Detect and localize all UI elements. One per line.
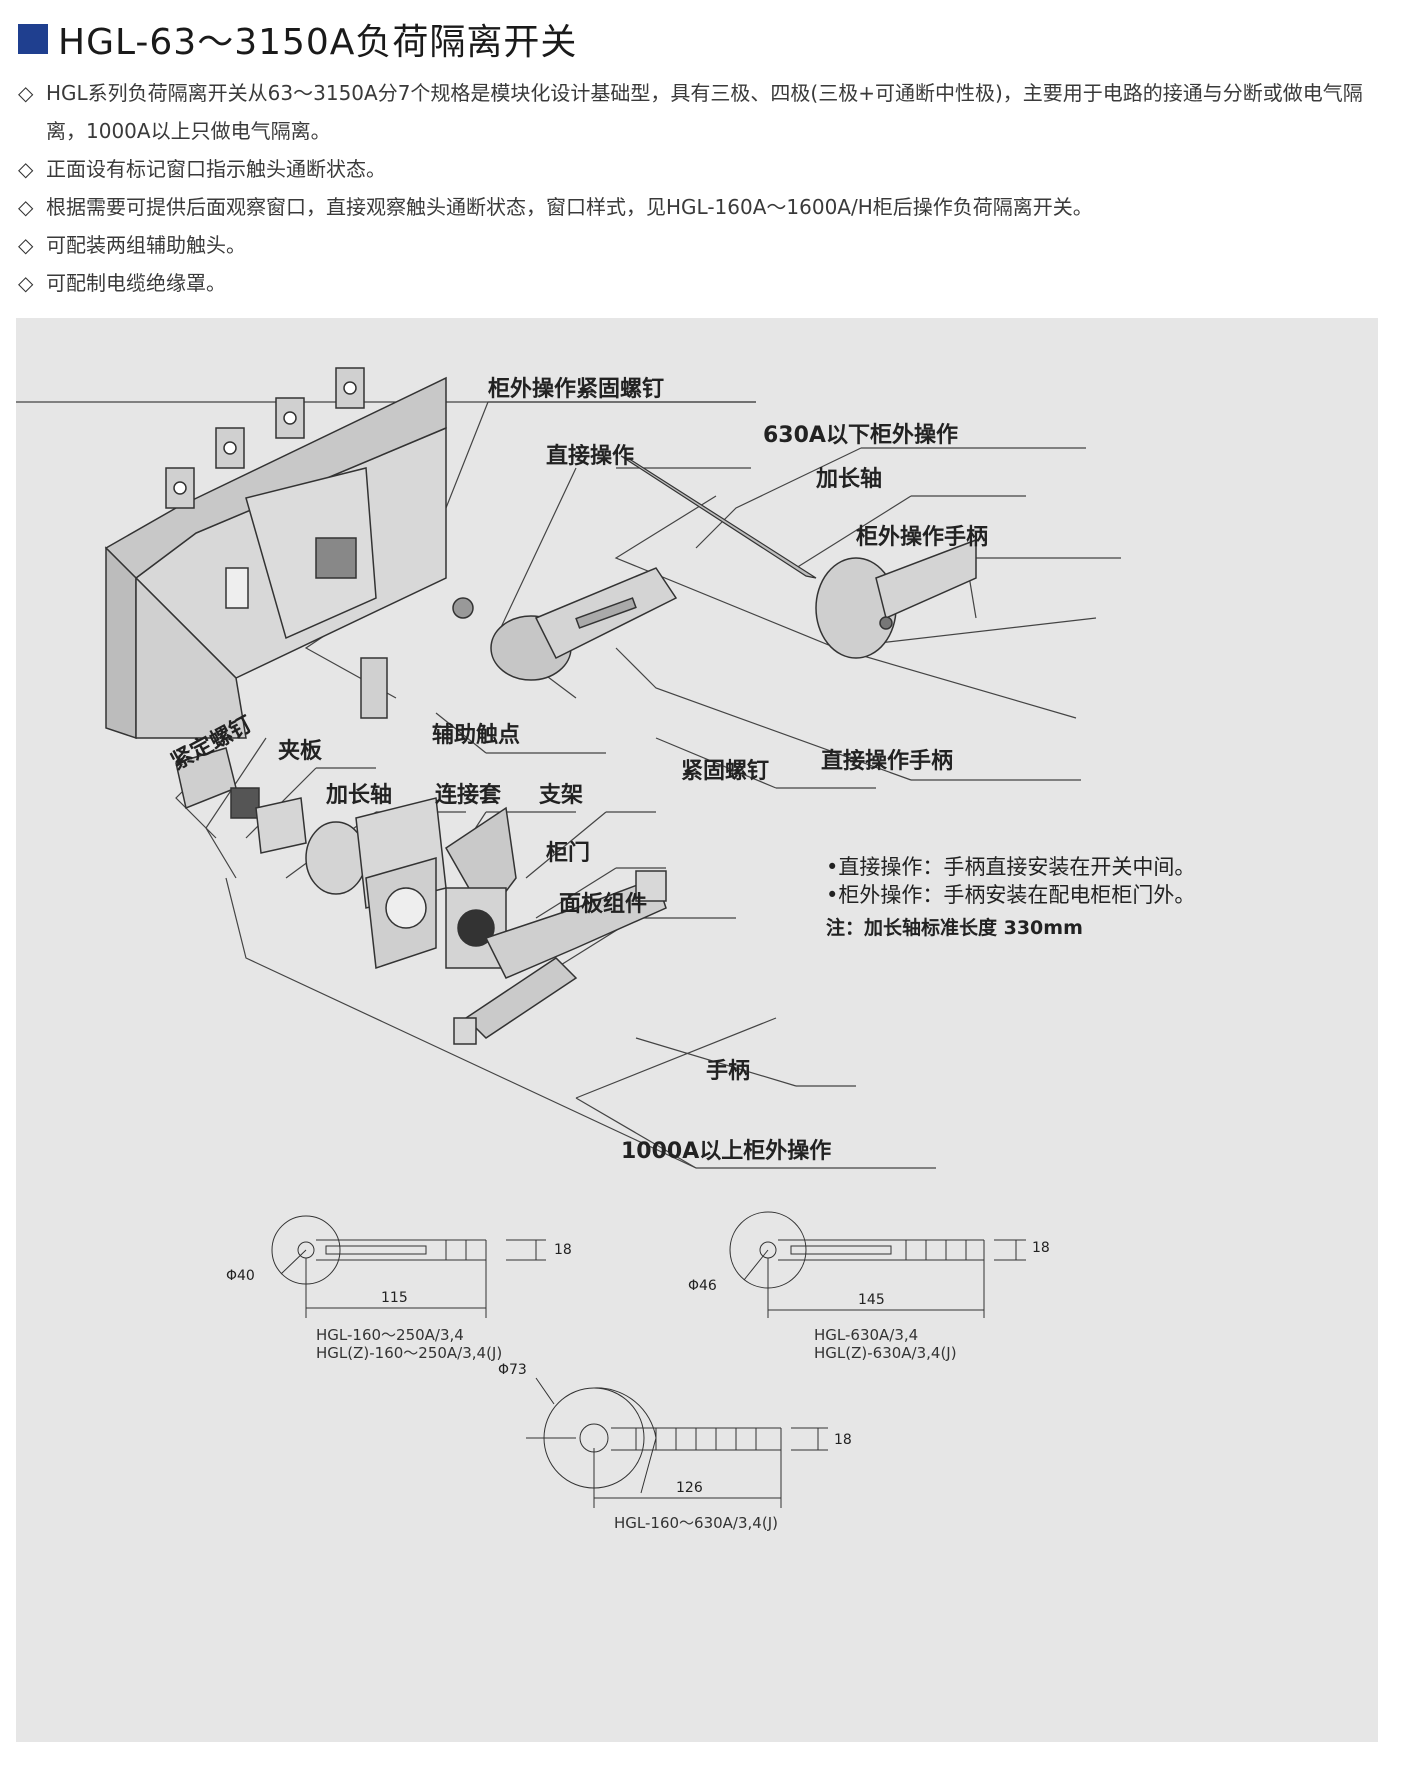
dim-length-2: 145 — [858, 1292, 885, 1308]
direct-handle — [452, 567, 678, 681]
clamp-part — [175, 747, 307, 854]
caption-2a: HGL-630A/3,4 — [814, 1326, 918, 1344]
label-ext-shaft-top: 加长轴 — [815, 466, 882, 492]
label-ext-shaft-bottom: 加长轴 — [325, 782, 392, 808]
label-outside-fix-screw: 柜外操作紧固螺钉 — [488, 376, 664, 402]
dim-dia-2: Φ46 — [688, 1278, 717, 1294]
dimension-drawing-1 — [271, 1215, 546, 1318]
dim-width-2: 18 — [1032, 1240, 1050, 1256]
label-aux-contact: 辅助触点 — [432, 722, 520, 748]
list-item: ◇正面设有标记窗口指示触头通断状态。 — [18, 150, 1398, 188]
dim-length-3: 126 — [676, 1480, 703, 1496]
label-cabinet-door: 柜门 — [546, 840, 590, 866]
switch-body — [104, 367, 447, 740]
diagram-panel: 柜外操作紧固螺钉 直接操作 630A以下柜外操作 加长轴 柜外操作手柄 辅助触点… — [16, 318, 1378, 1742]
note-outside-op: •柜外操作：手柄安装在配电柜柜门外。 — [826, 883, 1195, 907]
label-outside-op-1000: 1000A以上柜外操作 — [621, 1138, 831, 1164]
diamond-bullet-icon: ◇ — [18, 233, 34, 257]
handle-part — [453, 870, 667, 1045]
dim-length-1: 115 — [381, 1290, 408, 1306]
diamond-bullet-icon: ◇ — [18, 81, 34, 105]
list-item: ◇可配装两组辅助触头。 — [18, 226, 1398, 264]
list-item: ◇根据需要可提供后面观察窗口，直接观察触头通断状态，窗口样式，见HGL-160A… — [18, 188, 1398, 226]
dim-dia-1: Φ40 — [226, 1268, 255, 1284]
dim-dia-3: Φ73 — [498, 1362, 527, 1378]
title-square-icon — [18, 24, 48, 54]
caption-2b: HGL(Z)-630A/3,4(J) — [814, 1344, 957, 1362]
feature-list: ◇HGL系列负荷隔离开关从63～3150A分7个规格是模块化设计基础型，具有三极… — [18, 74, 1398, 302]
dim-width-3: 18 — [834, 1432, 852, 1448]
caption-1b: HGL(Z)-160～250A/3,4(J) — [316, 1344, 502, 1362]
label-handle: 手柄 — [706, 1059, 750, 1084]
caption-3a: HGL-160～630A/3,4(J) — [614, 1514, 778, 1532]
label-direct-op: 直接操作 — [546, 443, 634, 469]
label-clamp: 夹板 — [278, 739, 323, 764]
diamond-bullet-icon: ◇ — [18, 271, 34, 295]
label-outside-handle: 柜外操作手柄 — [856, 524, 988, 550]
dimension-drawing-2 — [729, 1211, 1026, 1318]
caption-1a: HGL-160～250A/3,4 — [316, 1326, 464, 1344]
note-shaft-length: 注：加长轴标准长度 330mm — [826, 916, 1083, 939]
dim-width-1: 18 — [554, 1242, 572, 1258]
aux-contact-part — [360, 657, 388, 719]
label-coupling: 连接套 — [435, 782, 501, 808]
list-item: ◇HGL系列负荷隔离开关从63～3150A分7个规格是模块化设计基础型，具有三极… — [18, 74, 1398, 150]
page-header: HGL-63～3150A负荷隔离开关 — [18, 18, 577, 63]
note-direct-op: •直接操作：手柄直接安装在开关中间。 — [826, 855, 1195, 879]
outside-handle — [815, 538, 977, 659]
list-item: ◇可配制电缆绝缘罩。 — [18, 264, 1398, 302]
diamond-bullet-icon: ◇ — [18, 157, 34, 181]
diamond-bullet-icon: ◇ — [18, 195, 34, 219]
label-direct-handle: 直接操作手柄 — [821, 748, 953, 774]
label-fix-screw: 紧固螺钉 — [681, 758, 769, 784]
label-panel-assembly: 面板组件 — [559, 891, 647, 917]
dimension-drawing-3 — [526, 1377, 828, 1508]
page-title: HGL-63～3150A负荷隔离开关 — [58, 22, 578, 63]
exploded-assembly-diagram: 柜外操作紧固螺钉 直接操作 630A以下柜外操作 加长轴 柜外操作手柄 辅助触点… — [16, 367, 1195, 1532]
label-outside-op-630: 630A以下柜外操作 — [763, 422, 958, 448]
label-bracket: 支架 — [539, 782, 583, 808]
